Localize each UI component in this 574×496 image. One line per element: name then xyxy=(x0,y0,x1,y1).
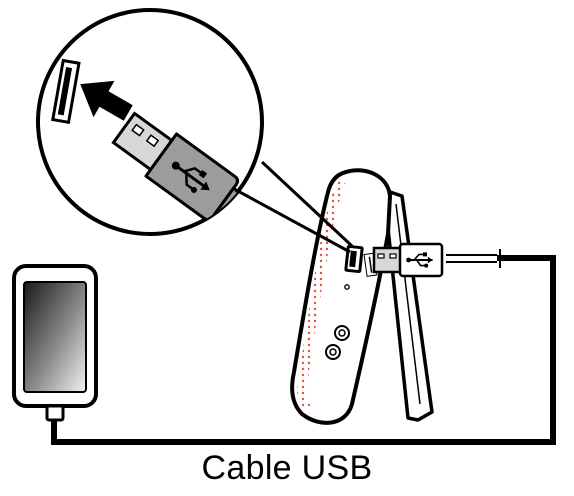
phone-screen xyxy=(23,281,87,393)
usb-connection-diagram xyxy=(12,8,556,445)
plug-metal-shell xyxy=(372,246,404,274)
usb-trident-icon xyxy=(406,252,433,268)
usb-cable xyxy=(51,249,556,445)
zoom-callout xyxy=(36,8,354,254)
usb-trident-icon xyxy=(171,161,210,193)
speaker xyxy=(290,168,434,425)
smartphone xyxy=(12,264,98,422)
phone-micro-usb-plug xyxy=(45,404,65,422)
insert-arrow-icon xyxy=(80,80,133,121)
speaker-body xyxy=(290,168,392,425)
speaker-grille xyxy=(297,180,346,410)
usb-plug-inserted xyxy=(372,242,444,278)
zoom-usb-port xyxy=(51,58,81,125)
diagram-caption: Cable USB xyxy=(201,449,373,487)
speaker-pinhole xyxy=(344,284,350,290)
